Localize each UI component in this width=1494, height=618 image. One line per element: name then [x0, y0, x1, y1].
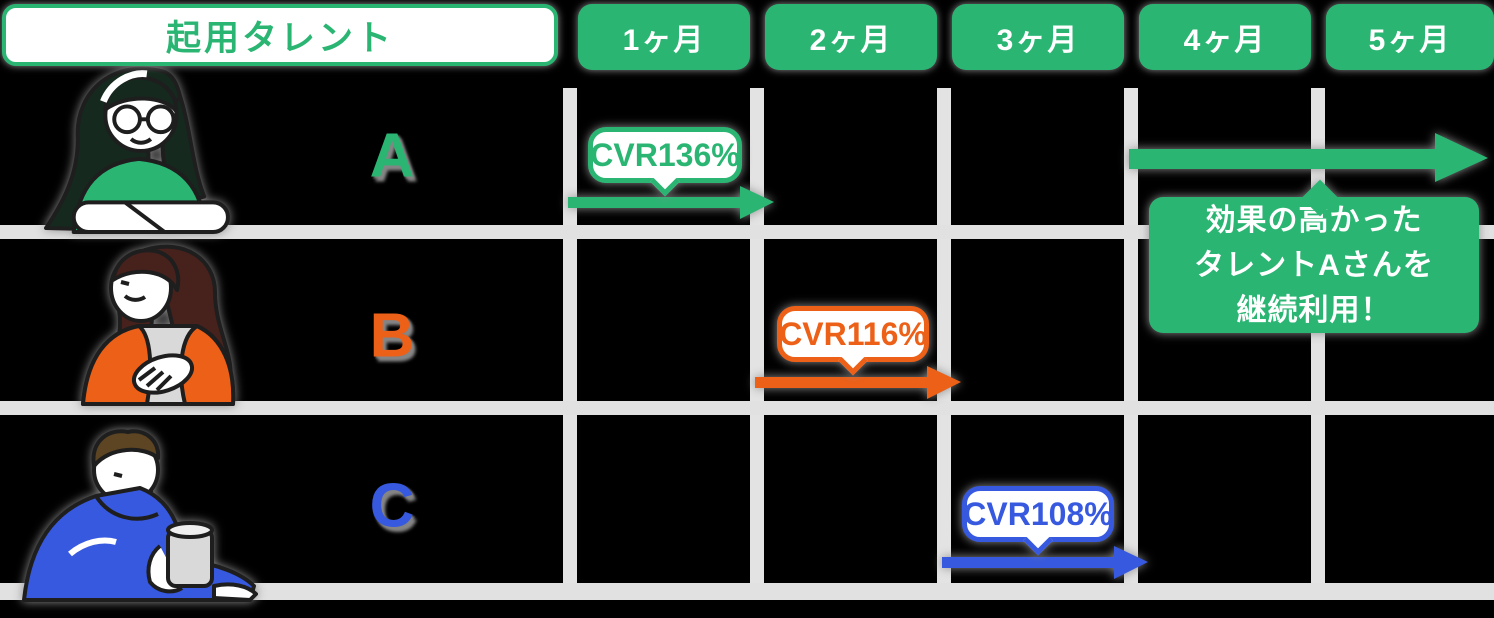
month-header-2: 2ヶ月 — [765, 4, 937, 70]
talent-b-month2-arrow — [755, 366, 961, 399]
month-header-3: 3ヶ月 — [952, 4, 1124, 70]
talent-c-month3-arrow — [942, 546, 1148, 579]
row-separator-a-b — [0, 225, 1494, 239]
month-header-1: 1ヶ月 — [578, 4, 750, 70]
callout-line-2: タレントAさんを — [1194, 248, 1434, 282]
grid-vertical-line-4 — [1124, 88, 1138, 600]
cvr-bubble-talent-c: CVR108% — [962, 486, 1114, 542]
talent-c-illustration — [22, 429, 258, 602]
month-header-5: 5ヶ月 — [1326, 4, 1494, 70]
talent-a-illustration — [44, 66, 230, 234]
grid-vertical-line-3 — [937, 88, 951, 600]
talent-b-illustration — [81, 244, 236, 406]
month-header-4: 4ヶ月 — [1139, 4, 1311, 70]
callout-line-3: 継続利用！ — [1236, 293, 1392, 327]
talent-header-label: 起用タレント — [165, 18, 394, 58]
talent-c-letter: C — [369, 471, 415, 541]
talent-column-header: 起用タレント — [2, 4, 558, 66]
talent-a-letter: A — [369, 121, 415, 191]
talent-b-letter: B — [369, 301, 415, 371]
talent-a-continuation-arrow — [1129, 133, 1488, 182]
cvr-bubble-talent-a: CVR136% — [588, 127, 742, 183]
cvr-bubble-talent-b: CVR116% — [777, 306, 929, 362]
continuation-callout: 効果の高かった タレントAさんを 継続利用！ — [1149, 197, 1479, 333]
row-separator-b-c — [0, 401, 1494, 415]
grid-vertical-line-2 — [750, 88, 764, 600]
callout-line-1: 効果の高かった — [1205, 203, 1423, 237]
bottom-table-edge — [0, 583, 1494, 600]
talent-a-month1-arrow — [568, 186, 774, 219]
grid-vertical-line-1 — [563, 88, 577, 600]
